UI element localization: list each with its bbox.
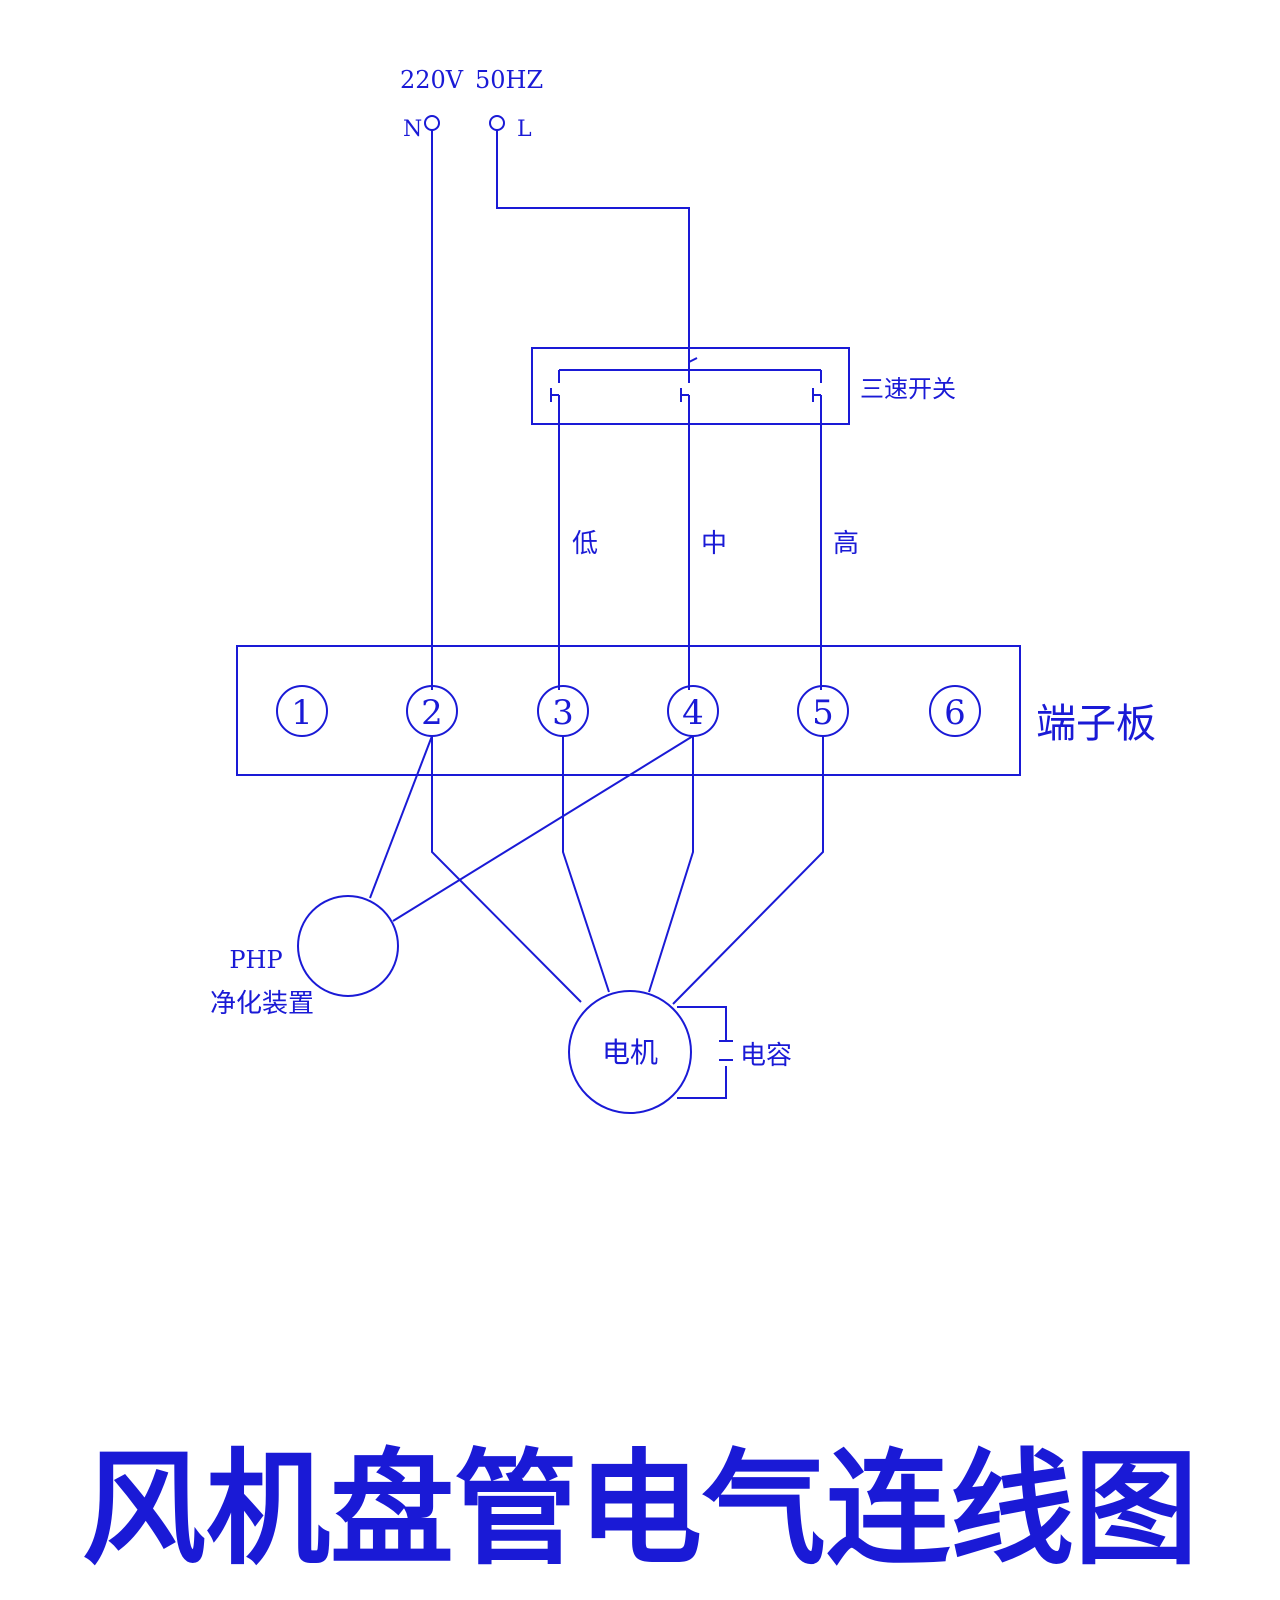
motor-low-wire [562,736,610,993]
live-label: L [517,117,532,142]
motor-label: 电机 [602,1036,658,1069]
terminal-4: 4 [667,685,719,737]
motor-common-wire [431,736,582,1003]
switch-contact-high [812,370,822,410]
capacitor-wire-bottom [677,1066,727,1099]
switch-lever [688,357,698,363]
terminal-1: 1 [276,685,328,737]
neutral-label: N [403,117,422,142]
terminal-board [236,645,1021,776]
speed-low-label: 低 [572,529,598,559]
switch-contact-mid [680,362,690,410]
purifier-wire-b [392,735,694,922]
frequency-label: 50HZ [475,66,543,94]
terminal-2-number: 2 [421,693,443,733]
voltage-label: 220V [400,66,464,94]
terminal-5: 5 [797,685,849,737]
motor-high-wire [672,736,824,1005]
motor-mid-wire [648,736,694,993]
purifier-wire-a [369,735,433,899]
page-title: 风机盘管电气连线图 [82,1438,1198,1582]
switch-label: 三速开关 [860,375,956,403]
terminal-6-number: 6 [944,693,966,733]
live-terminal [489,115,505,131]
terminal-4-number: 4 [682,693,704,733]
purifier-label-name: 净化装置 [210,989,314,1019]
switch-contact-low [550,370,560,410]
terminal-2: 2 [406,685,458,737]
speed-mid-label: 中 [701,529,727,559]
terminal-5-number: 5 [812,693,834,733]
purifier-device [297,895,399,997]
terminal-6: 6 [929,685,981,737]
speed-high-label: 高 [833,529,859,559]
live-wire [496,130,690,350]
purifier-label-php: PHP [229,946,282,974]
motor [568,990,692,1114]
terminal-board-label: 端子板 [1036,701,1156,747]
terminal-1-number: 1 [291,693,313,733]
terminal-3-number: 3 [552,693,574,733]
capacitor-label: 电容 [740,1041,792,1071]
terminal-3: 3 [537,685,589,737]
neutral-terminal [424,115,440,131]
capacitor-wire-top [677,1006,727,1041]
three-speed-switch-box [531,347,850,425]
